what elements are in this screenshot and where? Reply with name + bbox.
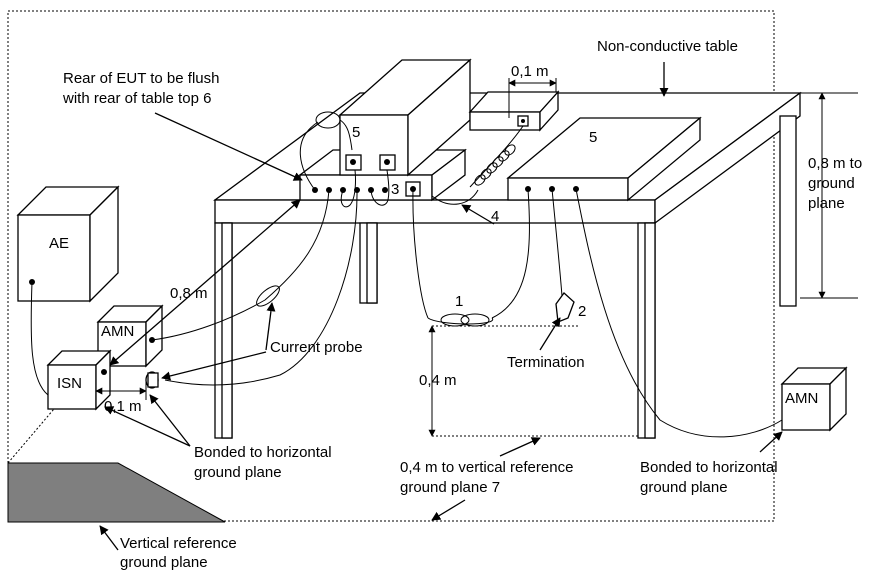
label-bundle-1: 1 bbox=[455, 293, 463, 310]
label-current-probe: Current probe bbox=[270, 339, 363, 356]
label-dist-01-isn: 0,1 m bbox=[104, 398, 142, 415]
room-boundary bbox=[7, 10, 775, 522]
isn-box bbox=[46, 349, 112, 411]
label-rear-eut-2: with rear of table top 6 bbox=[62, 90, 211, 107]
label-dist-08: 0,8 m bbox=[170, 285, 208, 302]
pointer-arrows bbox=[99, 62, 783, 551]
label-eut-right: 5 bbox=[589, 129, 597, 146]
label-bonded-right-2: ground plane bbox=[640, 479, 728, 496]
vertical-reference-ground-plane bbox=[7, 462, 226, 523]
label-rear-eut-1: Rear of EUT to be flush bbox=[63, 70, 219, 87]
label-ae: AE bbox=[49, 235, 69, 252]
eut-right-box bbox=[506, 116, 702, 202]
label-bonded-right-1: Bonded to horizontal bbox=[640, 459, 778, 476]
label-height-2: ground bbox=[808, 175, 855, 192]
label-height-1: 0,8 m to bbox=[808, 155, 862, 172]
current-probe-isn bbox=[145, 371, 159, 389]
label-vrgp-1: Vertical reference bbox=[120, 535, 237, 552]
label-termination: Termination bbox=[507, 354, 585, 371]
label-dist-top: 0,1 m bbox=[511, 63, 549, 80]
dimension-lines bbox=[95, 78, 858, 437]
amn-right-box bbox=[780, 366, 848, 432]
label-isn: ISN bbox=[57, 375, 82, 392]
label-amn-left: AMN bbox=[101, 323, 134, 340]
label-vert-ref-2: ground plane 7 bbox=[400, 479, 500, 496]
non-conductive-table bbox=[213, 91, 802, 439]
rear-peripheral bbox=[468, 90, 560, 132]
label-vrgp-2: ground plane bbox=[120, 554, 208, 571]
ferrite-coil bbox=[474, 144, 516, 186]
label-dist-04: 0,4 m bbox=[419, 372, 457, 389]
label-bonded-left-2: ground plane bbox=[194, 464, 282, 481]
label-amn-right: AMN bbox=[785, 390, 818, 407]
label-cable-4: 4 bbox=[491, 208, 499, 225]
label-vert-ref-1: 0,4 m to vertical reference bbox=[400, 459, 573, 476]
label-bonded-left-1: Bonded to horizontal bbox=[194, 444, 332, 461]
label-non-conductive-table: Non-conductive table bbox=[597, 38, 738, 55]
label-height-3: plane bbox=[808, 195, 845, 212]
label-connector-box: 3 bbox=[391, 181, 399, 198]
label-termination-num: 2 bbox=[578, 303, 586, 320]
label-eut-main: 5 bbox=[352, 124, 360, 141]
